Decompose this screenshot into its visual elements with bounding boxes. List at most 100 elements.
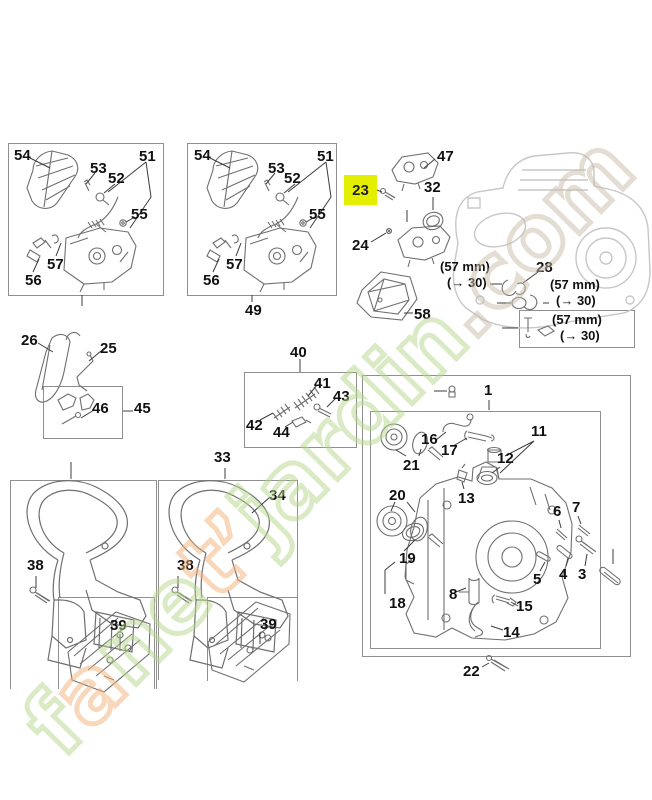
bolt-3-head — [575, 535, 583, 543]
part-label-23: 23 — [344, 175, 377, 205]
part-label-39-left: 39 — [110, 617, 127, 634]
carburetor-group-box-mid — [187, 143, 337, 296]
clamp-28 — [501, 279, 555, 339]
part-label-5: 5 — [533, 571, 542, 588]
screw-22-head — [485, 654, 493, 662]
handlebar-box-right — [158, 480, 298, 680]
part-label-54-left: 54 — [14, 147, 31, 164]
part-label-12: 12 — [497, 450, 514, 467]
part-label-56-left: 56 — [25, 272, 42, 289]
bolt-3 — [579, 540, 597, 555]
part-label-32: 32 — [424, 179, 441, 196]
part-drawings — [26, 150, 621, 693]
part-label-6: 6 — [553, 503, 562, 520]
part-label-15: 15 — [516, 598, 533, 615]
part-label-49: 49 — [245, 302, 262, 319]
part-label-8: 8 — [449, 586, 458, 603]
crankcase-drawing — [404, 461, 573, 641]
part-label-34: 34 — [269, 487, 286, 504]
lever-parts-45-46 — [57, 393, 95, 425]
part-label-39-right: 39 — [260, 616, 277, 633]
cone-13 — [456, 463, 468, 483]
part-label-57-left: 57 — [47, 256, 64, 273]
part-label-58: 58 — [414, 306, 431, 323]
gasket-32 — [422, 211, 444, 231]
elbow-16 — [442, 413, 474, 433]
engine-outer-box — [362, 375, 631, 657]
part-label-note-2-ref: (→ 30) — [556, 293, 596, 308]
part-label-11: 11 — [531, 423, 547, 440]
filter-housing-58 — [356, 271, 418, 321]
part-label-1: 1 — [484, 382, 493, 399]
part-label-55-left: 55 — [131, 206, 148, 223]
part-label-14: 14 — [503, 624, 520, 641]
pin-7 — [577, 524, 591, 537]
pin-5 — [536, 551, 551, 562]
small-pins — [459, 524, 621, 672]
part-label-24: 24 — [352, 237, 369, 254]
part-label-note-1-mm: (57 mm) — [440, 259, 490, 274]
part-label-42: 42 — [246, 417, 263, 434]
part-label-note-3-mm: (57 mm) — [552, 312, 602, 327]
pin-8 — [459, 577, 480, 606]
spring-group-box — [244, 372, 357, 448]
pin-6 — [555, 528, 568, 541]
part-label-17: 17 — [441, 442, 458, 459]
carburetor-24 — [385, 225, 451, 268]
part-label-21: 21 — [403, 457, 420, 474]
part-label-4: 4 — [559, 566, 568, 583]
part-label-3: 3 — [578, 566, 587, 583]
part-label-57-mid: 57 — [226, 256, 243, 273]
part-label-38-right: 38 — [177, 557, 194, 574]
part-label-44: 44 — [273, 424, 290, 441]
part-label-51-left: 51 — [139, 148, 156, 165]
plug-1 — [448, 385, 456, 398]
part-label-20: 20 — [389, 487, 406, 504]
carburetor-group-box-left — [8, 143, 164, 296]
chainsaw-silhouette — [452, 152, 651, 329]
molding-box-left — [58, 597, 155, 689]
leader-lines — [29, 157, 614, 668]
part-label-51-mid: 51 — [317, 148, 334, 165]
part-label-53-mid: 53 — [268, 160, 285, 177]
engine-inner-box — [370, 411, 601, 649]
part-label-25: 25 — [100, 340, 117, 357]
part-label-18: 18 — [389, 595, 406, 612]
handlebar-box-left — [10, 480, 157, 689]
part-label-22: 22 — [463, 663, 480, 680]
part-label-43: 43 — [333, 388, 350, 405]
part-label-40: 40 — [290, 344, 307, 361]
part-label-38-left: 38 — [27, 557, 44, 574]
part-label-47: 47 — [437, 148, 454, 165]
throttle-springs — [272, 386, 332, 428]
part-label-52-left: 52 — [108, 170, 125, 187]
part-label-13: 13 — [458, 490, 475, 507]
part-label-16: 16 — [421, 431, 438, 448]
part-label-28: 28 — [536, 259, 553, 276]
cap-grommet-11-12 — [476, 446, 502, 486]
carburetor-47 — [391, 152, 439, 192]
part-label-53-left: 53 — [90, 160, 107, 177]
valve-17 — [464, 430, 495, 442]
part-label-26: 26 — [21, 332, 38, 349]
handle-molding-26 — [34, 331, 81, 403]
oil-pump-21 — [380, 423, 444, 461]
part-label-note-2-mm: (57 mm) — [550, 277, 600, 292]
part-label-note-1-ref: (→ 30) — [447, 275, 487, 290]
part-label-56-mid: 56 — [203, 272, 220, 289]
part-label-46: 46 — [92, 400, 109, 417]
part-label-41: 41 — [314, 375, 331, 392]
plug-15 — [491, 594, 517, 607]
screw-22 — [490, 658, 510, 672]
part-label-45: 45 — [134, 400, 151, 417]
part-label-7: 7 — [572, 499, 581, 516]
bar-pin — [599, 566, 621, 586]
part-label-19: 19 — [399, 550, 416, 567]
elbow-14 — [468, 601, 484, 638]
lever-group-box — [43, 386, 123, 439]
part-label-33: 33 — [214, 449, 231, 466]
part-label-52-mid: 52 — [284, 170, 301, 187]
